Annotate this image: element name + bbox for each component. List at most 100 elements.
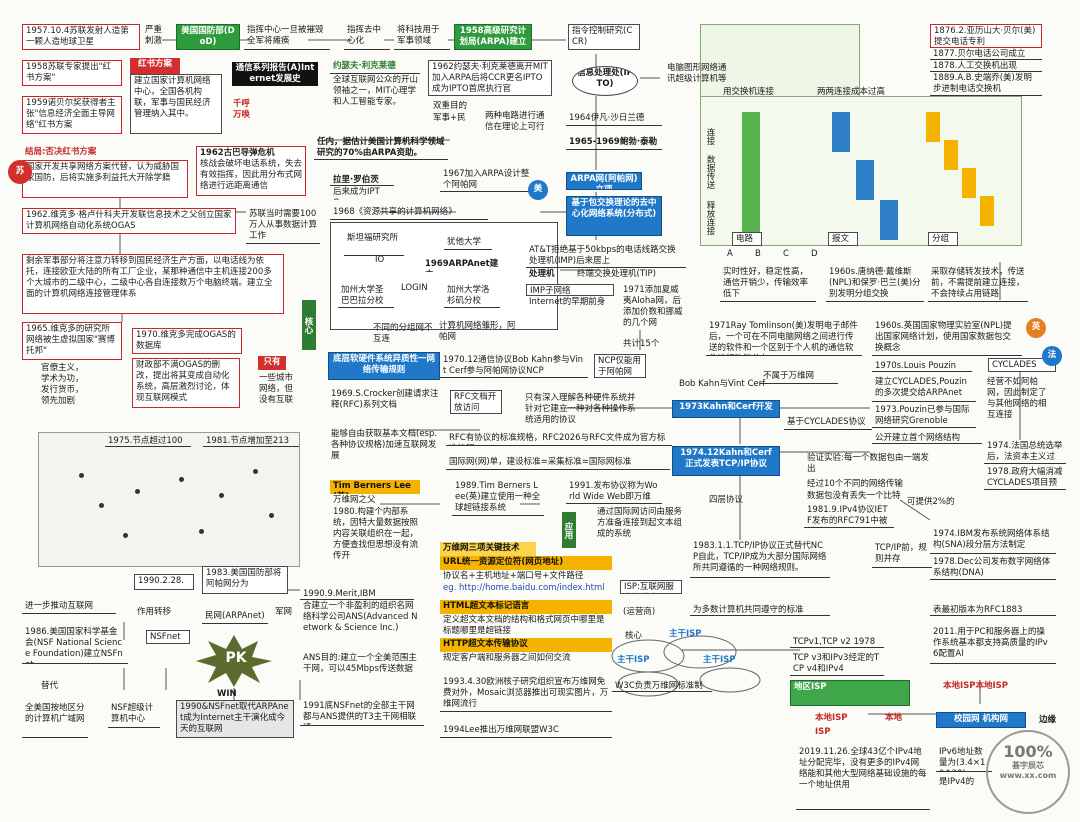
node-w3c: W3C负责万维网标准制定 [612,680,712,692]
node-aloha: 1971添加夏威夷Aloha网，后添加价数和挪威的几个网 [623,285,683,328]
label-switch-connect: 用交换机连接 [723,87,775,97]
label-pk: PK [225,650,247,666]
packet-bar-2 [944,140,958,170]
node-ipv6-ratio: 是IPv4的 [939,777,975,787]
node-10-networks: 经过10个不同的网络传输 [807,479,903,489]
node-cyclades-basis: 基于CYCLADES协议 [784,416,872,430]
label-stimulus: 严重刺激 [145,25,163,46]
node-decentralize: 指挥去中心化 [344,24,390,50]
label-edge: 边缘 [1039,715,1057,725]
packet-bar-4 [980,196,994,226]
node-cuban-crisis: 1962古巴导弹危机 核战会破坏电话系统，失去有效指挥，因此用分布式网络进行远距… [196,146,306,196]
node-enquire-1980: 1980.构建个内部系统，因特大量数据按照内容关联组织在一起，方便查找但思想没有… [333,507,419,561]
node-nsfnet-backbone: 1990&NSFnet取代ARPAnet成为Internet主干演化成今天的互联… [176,700,294,738]
www-url-example: eg. http://home.baidu.com/index.html [443,583,605,593]
node-npl-1960s: 1960s.英国国家物理实验室(NPL)提出国家网络计划，使用国家数据包交换概念 [872,320,1022,356]
node-heterogeneity: 底层软硬件系统异质性一网络传输规则 [328,352,440,380]
node-roberts-role: 后来成为IPTO [333,187,380,200]
node-result-detail: 国家开发共享网络方案代替，认为威胁国家国防，后将实施多利益托大开除学籍 [22,160,188,198]
node-campus-network: 校园网 机构网 [936,712,1026,728]
node-distributed-network: 基于包交换理论的去中心化网络系统(分布式) [566,196,662,236]
label-backbone-isp-2: 主干ISP [617,655,650,665]
label-processor: 处理机 [529,269,555,279]
node-ogas-finance: 财政部不满OGAS的删改，提出将其变成自动化系统，高层激烈讨论，体现互联网模式 [132,358,240,408]
label-packet-switching: 分组交换 [928,232,958,246]
node-taylor: 1965-1969鲍勃·泰勒 [566,136,662,150]
pk-burst [196,635,272,687]
series-title: 通信系列报告(A)Internet发展史 [232,62,318,86]
node-circuit-props: 实时性好，稳定性高，通信开销少，传输效率低下 [720,266,816,302]
node-rfc-standard: RFC有协议的标准规格，RFC2026与RFC文件成为官方标准流程 [446,432,672,446]
node-sutherland: 1964伊凡·沙日兰德 [566,112,662,126]
label-isp: ISP [815,727,831,737]
label-usa: 美 [528,180,548,200]
node-ipto-fields: 电脑图形网络通讯超级计算机等 [667,63,727,84]
label-backbone-isp-3: 主干ISP [703,655,736,665]
label-soviet: 苏 [8,160,32,184]
node-ibm-sna: 1974.IBM发布系统网络体系结构(SNA)段分层方法制定 [930,528,1056,554]
stamp-sub: www.xx.com [999,771,1057,780]
node-tcp-v4: TCP v3和IPv3经定的TCP v4和IPv4 [790,652,884,676]
node-email-1971: 1971Ray Tomlinson(美)发明电子邮件后，一个可在不同电脑网络之间… [706,320,862,356]
node-sri: 斯坦福研究所 [344,232,404,256]
node-ucsb: 加州大学圣巴巴拉分校 [338,284,394,308]
label-backbone-isp: 主干ISP [669,629,702,639]
stamp-name: 荟宇辰芯 [1012,761,1044,770]
www-html-desc: 定义超文本文档的结构和格式网页中哪里是标题哪里是超链接 [443,615,605,636]
node-ans: 合建立一个非盈利的组织名网络科学公司ANS(Advanced Network &… [303,601,418,633]
node-civil-net: 民网(ARPAnet) [202,610,268,624]
node-command-center: 指挥中心一旦被摧毁全军将瘫痪 [244,24,330,50]
label-b1: B [755,249,761,259]
node-regional-isp: 地区ISP [790,680,910,706]
node-ncp-only: NCP仅能用于阿帕网 [594,354,646,378]
node-internet-standard: 国际网(网)单，建设标准=采集标准=国际网标准 [446,456,670,470]
stamp-percent: 100% [1003,742,1053,761]
node-result: 结局:否决红书方案 [25,147,97,157]
node-dec-ibm: 计算机网络雏形，阿帕网 [439,321,516,342]
label-mil-civil: 军事+民用 [433,113,466,123]
node-att: AT&T拒绝基于50kbps的电话线路交换处理机(IMP)后来居上 [526,244,686,268]
message-switch-bar-1 [832,112,850,152]
map-1975: 1975.节点超过100个 [105,435,191,447]
node-common-standard: 为多数计算机共同遵守的标准 [690,604,830,616]
label-only: 只有 [258,356,286,370]
node-red-book-1959: 1959诺贝尔奖获得者主张"信息经济全面主导网络"红书方案 [22,96,122,134]
node-davies-baran: 1960s.唐纳德·戴维斯(NPL)和保罗·巴兰(美)分别发明分组交换 [826,266,924,302]
label-core: 核心 [625,631,643,641]
node-cyclades-interconnect: 经营不如阿帕网，因此制定了与其他网络的相互连接 [987,377,1047,420]
label-message-switching: 报文交换 [828,232,858,246]
node-first-structure: 公开建立首个网络结构 [872,432,982,444]
cuban-detail: 核战会破坏电话系统，失去有效指挥，因此用分布式网络进行远距离通信 [200,159,303,191]
label-io: IO [375,255,385,265]
node-tip: 终端交换处理机(TIP) [577,269,656,279]
label-a1: A [727,249,733,259]
label-c1: C [783,249,789,259]
node-not-connected: 不同的分组网不互连 [373,323,433,344]
node-soviet-need: 苏联当时需要100万人从事数据计算工作 [246,208,320,244]
circuit-switch-bar [742,112,760,242]
label-www-father: 万维网之父 [333,495,376,505]
packet-bar-3 [962,168,976,198]
node-nsf-super: NSF超级计算机中心 [108,702,160,728]
www-http-desc: 规定客户端和服务器之间如何交流 [443,653,571,663]
label-d1: D [811,249,818,259]
node-before-tcpip: TCP/IP前，规则并存 [872,542,932,568]
node-isp: ISP:互联网服务提供商 [620,580,682,594]
label-military-net: 军网 [275,607,293,617]
label-cost-high: 两两连接成本过高 [817,87,886,97]
node-cyclades-build: 建立CYCLADES,Pouzin的多次提交给ARPAnet [872,376,976,402]
node-tcpip-1974: 1974.12Kahn和Cerf正式发表TCP/IP协议 [672,446,780,476]
node-bell-1876: 1876.2.亚历山大·贝尔(美)提交电话专利 [930,24,1042,48]
node-bureaucracy: 官僚主义，学术为功，发行货币，领先加剧 [41,363,84,406]
node-ans-goal: ANS目的:建立一个全美范围主干网，可以45Mbps传送数据 [303,653,417,674]
message-switch-bar-2 [856,160,874,200]
node-1983-split: 1983.美国国防部将阿帕网分为 [202,566,288,594]
us-network-map: 1975.节点超过100个 1981.节点增加至213个 [38,432,300,567]
node-strowger: 1889.A.B.史端乔(美)发明步进制电话交换机 [930,72,1042,96]
node-licklider-name: 约瑟夫·利克莱德 [330,60,420,74]
label-release: 释放连接 [705,201,715,235]
node-pouzin: 1970s.Louis Pouzin(法) [872,360,972,372]
node-nsfnet: NSFnet [146,630,190,644]
label-win: WIN [217,689,237,699]
